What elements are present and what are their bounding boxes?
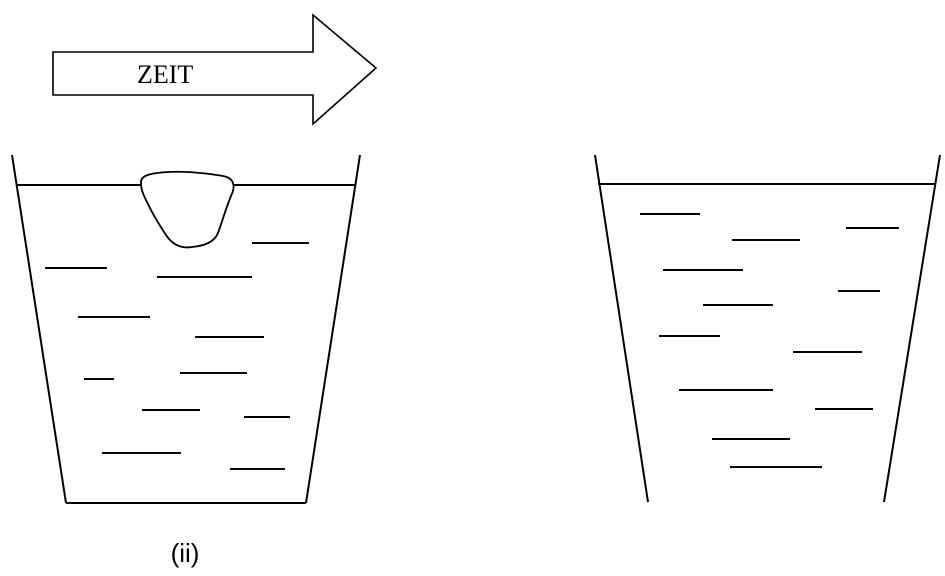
water-lines-left (45, 242, 309, 470)
beaker-left (11, 154, 361, 504)
beaker-left-wall-right (305, 154, 361, 504)
beaker-right (594, 154, 941, 503)
ice-chunk (140, 170, 235, 249)
water-lines-right (640, 213, 899, 468)
beaker-left-wall-left (11, 154, 67, 504)
beaker-right-wall-left (594, 154, 649, 503)
figure-caption: (ii) (171, 538, 200, 568)
beaker-right-wall-right (883, 154, 941, 503)
time-arrow-shape (52, 13, 378, 126)
time-arrow: ZEIT (52, 13, 378, 126)
time-arrow-label: ZEIT (137, 60, 193, 89)
